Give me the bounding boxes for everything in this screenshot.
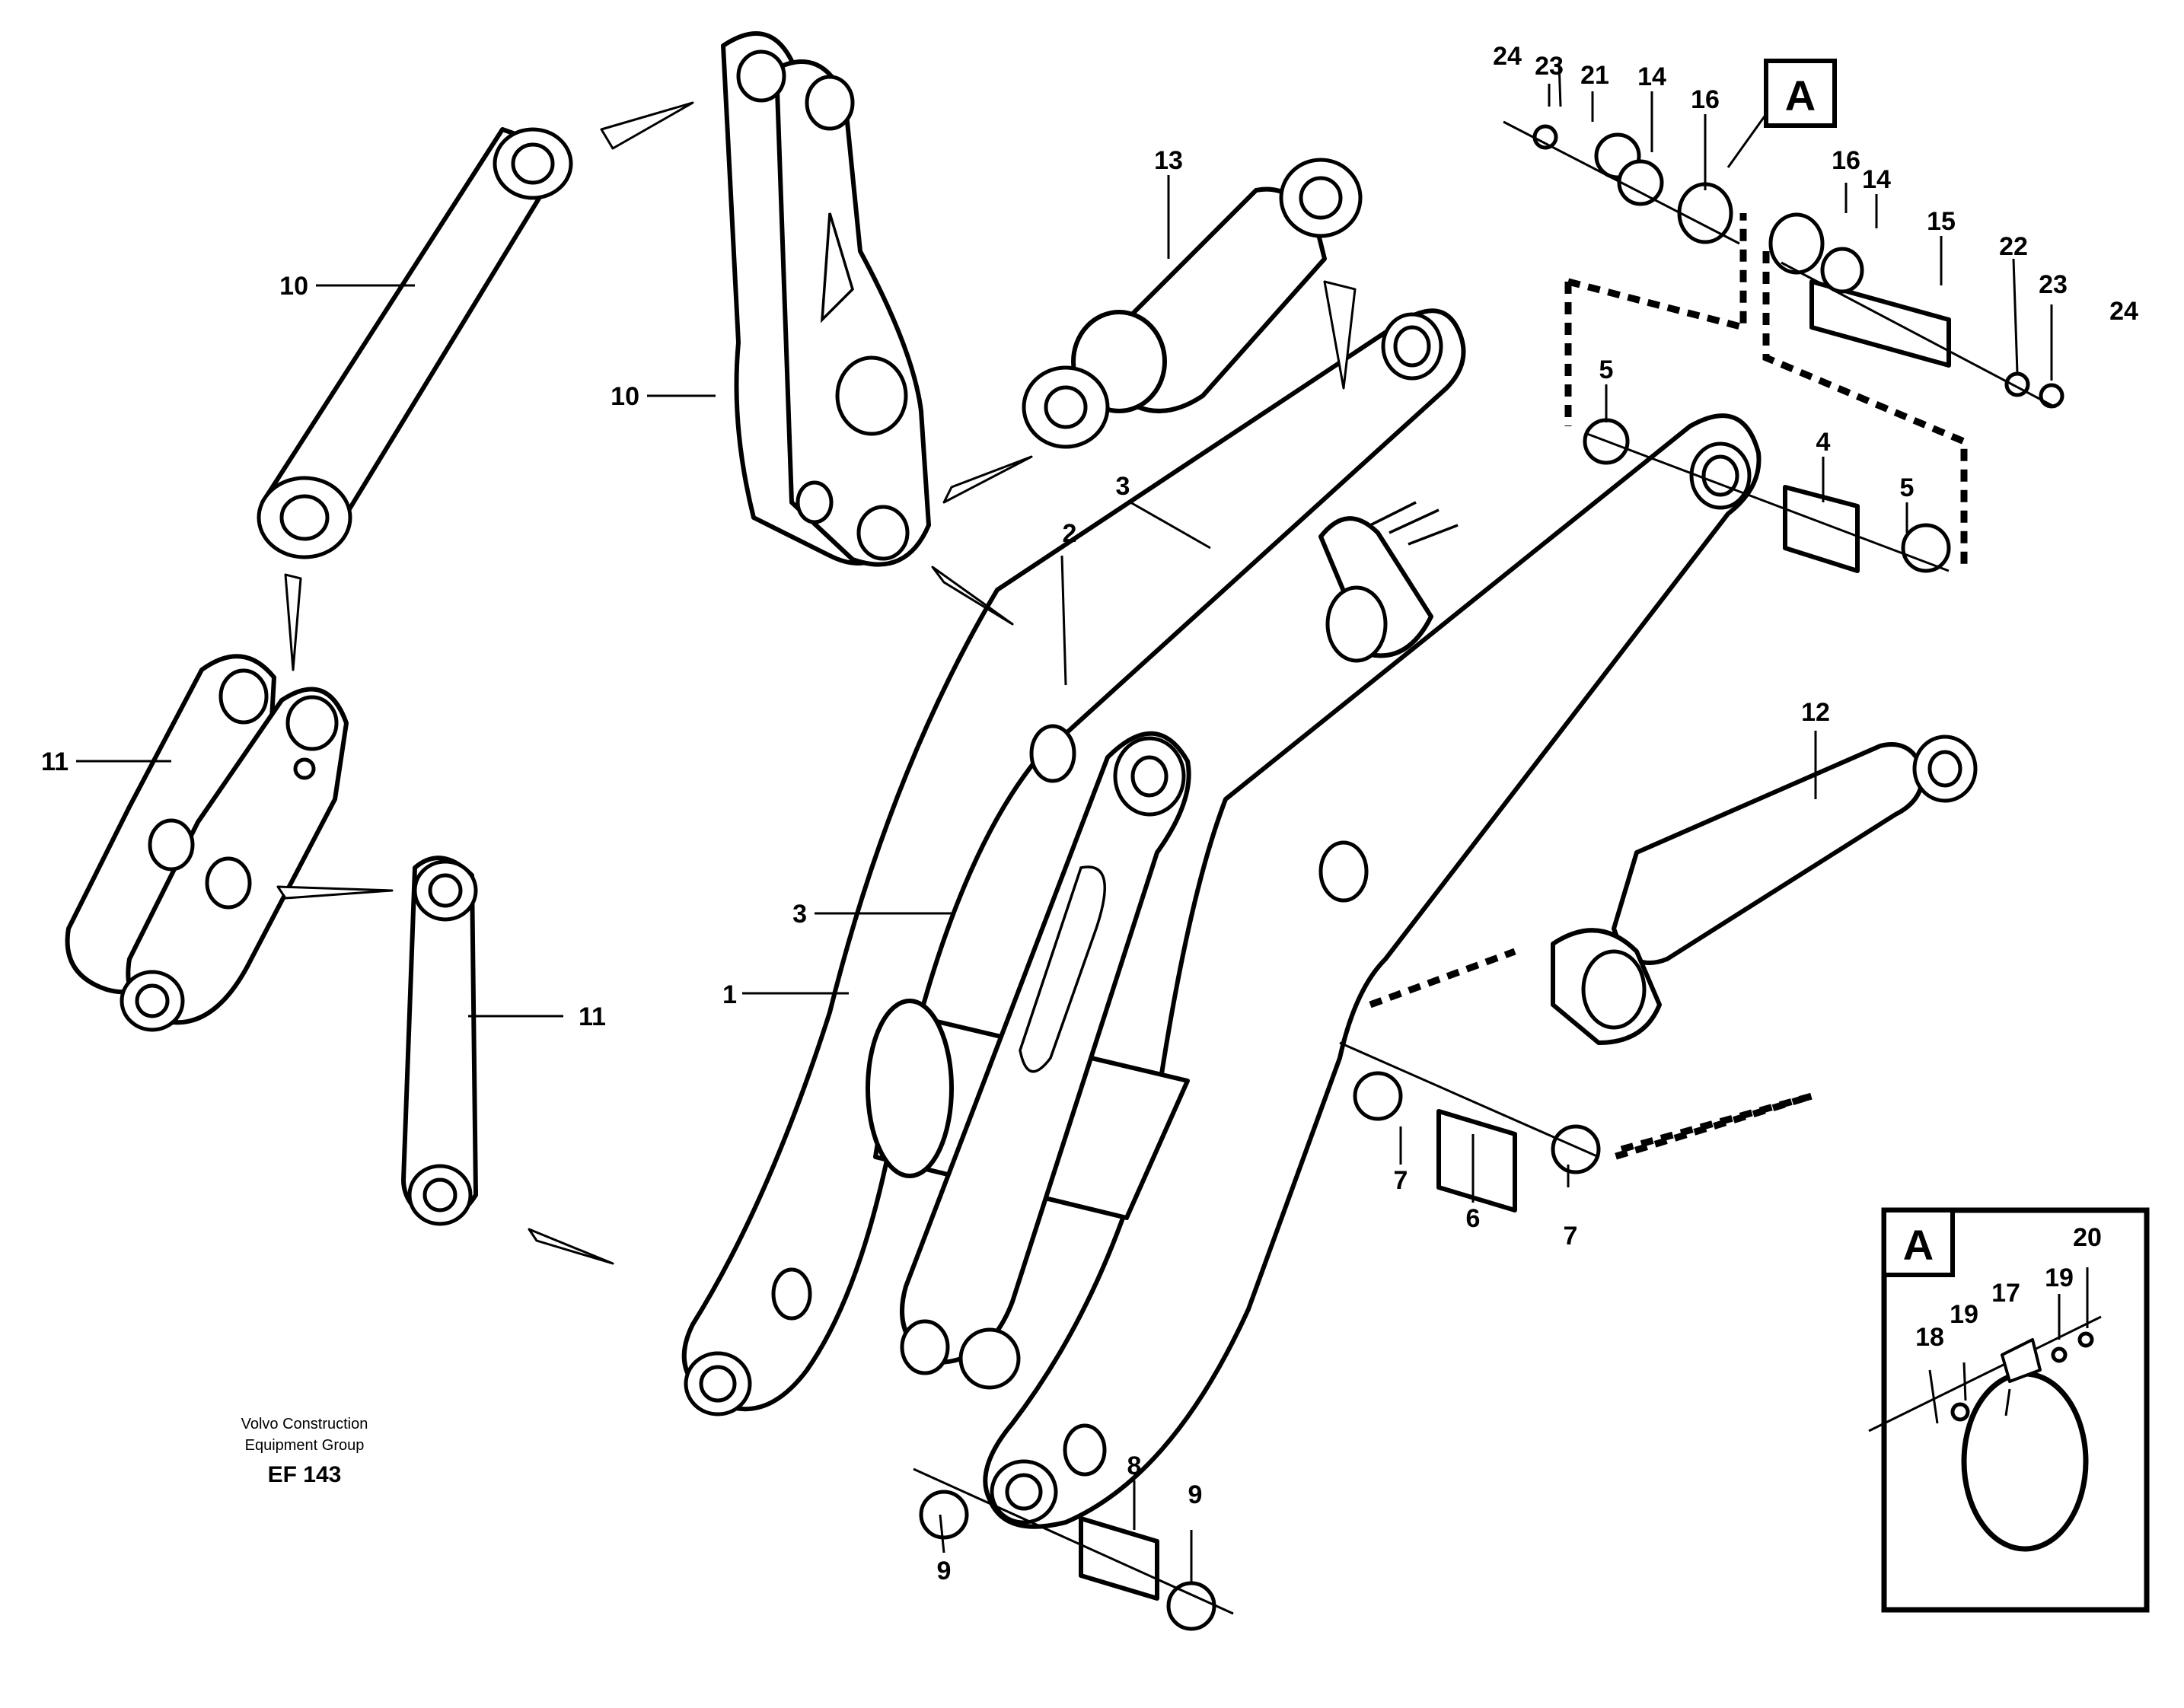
link-11-plate bbox=[65, 654, 349, 1032]
detail-boxes bbox=[1369, 213, 1968, 1161]
leader-lines bbox=[76, 62, 2089, 1583]
link-10-plate bbox=[721, 31, 931, 567]
label-22: 22 bbox=[1999, 232, 2028, 261]
label-23-lower: 23 bbox=[2039, 270, 2068, 299]
orientation-arrows bbox=[276, 101, 1357, 1265]
label-15: 15 bbox=[1927, 207, 1956, 236]
label-10-lower: 10 bbox=[611, 382, 639, 411]
cylinder-13 bbox=[1022, 158, 1363, 449]
label-3-lower: 3 bbox=[792, 900, 807, 929]
label-3-upper: 3 bbox=[1116, 472, 1130, 501]
company-line-1: Volvo Construction bbox=[241, 1416, 368, 1432]
inset-a-label: A bbox=[1903, 1221, 1934, 1269]
label-9-right: 9 bbox=[1188, 1480, 1203, 1509]
label-11-right: 11 bbox=[579, 1002, 606, 1031]
label-12: 12 bbox=[1801, 698, 1830, 727]
label-5-lower: 5 bbox=[1900, 473, 1915, 502]
link-10-bar bbox=[257, 127, 573, 559]
label-16-upper: 16 bbox=[1691, 85, 1720, 114]
label-23-upper: 23 bbox=[1535, 52, 1564, 81]
link-11-bar bbox=[401, 856, 478, 1226]
label-7-left: 7 bbox=[1394, 1166, 1408, 1195]
label-7-right: 7 bbox=[1564, 1222, 1578, 1251]
lift-arm-assembly bbox=[681, 308, 1762, 1529]
bushing-parts bbox=[913, 120, 2064, 1631]
label-21: 21 bbox=[1580, 61, 1609, 90]
label-19-right: 19 bbox=[2045, 1263, 2074, 1292]
label-19-left: 19 bbox=[1950, 1300, 1978, 1329]
callout-a: A bbox=[1726, 59, 1837, 168]
label-6: 6 bbox=[1466, 1204, 1481, 1233]
part-number-labels: 1 2 3 3 4 5 5 6 7 7 8 9 9 10 10 11 11 12… bbox=[41, 42, 2138, 1585]
footer-credit: Volvo Construction Equipment Group EF 14… bbox=[241, 1416, 368, 1487]
label-24-upper: 24 bbox=[1493, 42, 1522, 71]
label-18: 18 bbox=[1915, 1323, 1944, 1352]
inset-a: A bbox=[1868, 1207, 2150, 1613]
label-20: 20 bbox=[2073, 1223, 2102, 1252]
label-16-lower: 16 bbox=[1832, 146, 1860, 175]
label-24-lower: 24 bbox=[2109, 297, 2138, 326]
label-17: 17 bbox=[1991, 1279, 2020, 1308]
label-4: 4 bbox=[1816, 428, 1831, 457]
figure-code: EF 143 bbox=[268, 1462, 342, 1487]
label-10-upper: 10 bbox=[279, 272, 308, 301]
label-2: 2 bbox=[1063, 519, 1077, 548]
callout-a-label: A bbox=[1785, 72, 1816, 119]
label-8: 8 bbox=[1127, 1451, 1142, 1480]
label-14-upper: 14 bbox=[1637, 62, 1666, 91]
label-11-left: 11 bbox=[41, 747, 69, 776]
label-13: 13 bbox=[1154, 146, 1183, 175]
label-14-lower: 14 bbox=[1862, 165, 1891, 194]
label-9-left: 9 bbox=[937, 1557, 952, 1585]
label-1: 1 bbox=[722, 980, 737, 1009]
label-5-upper: 5 bbox=[1599, 355, 1614, 384]
cylinder-12 bbox=[1551, 735, 1978, 1045]
company-line-2: Equipment Group bbox=[245, 1437, 365, 1454]
